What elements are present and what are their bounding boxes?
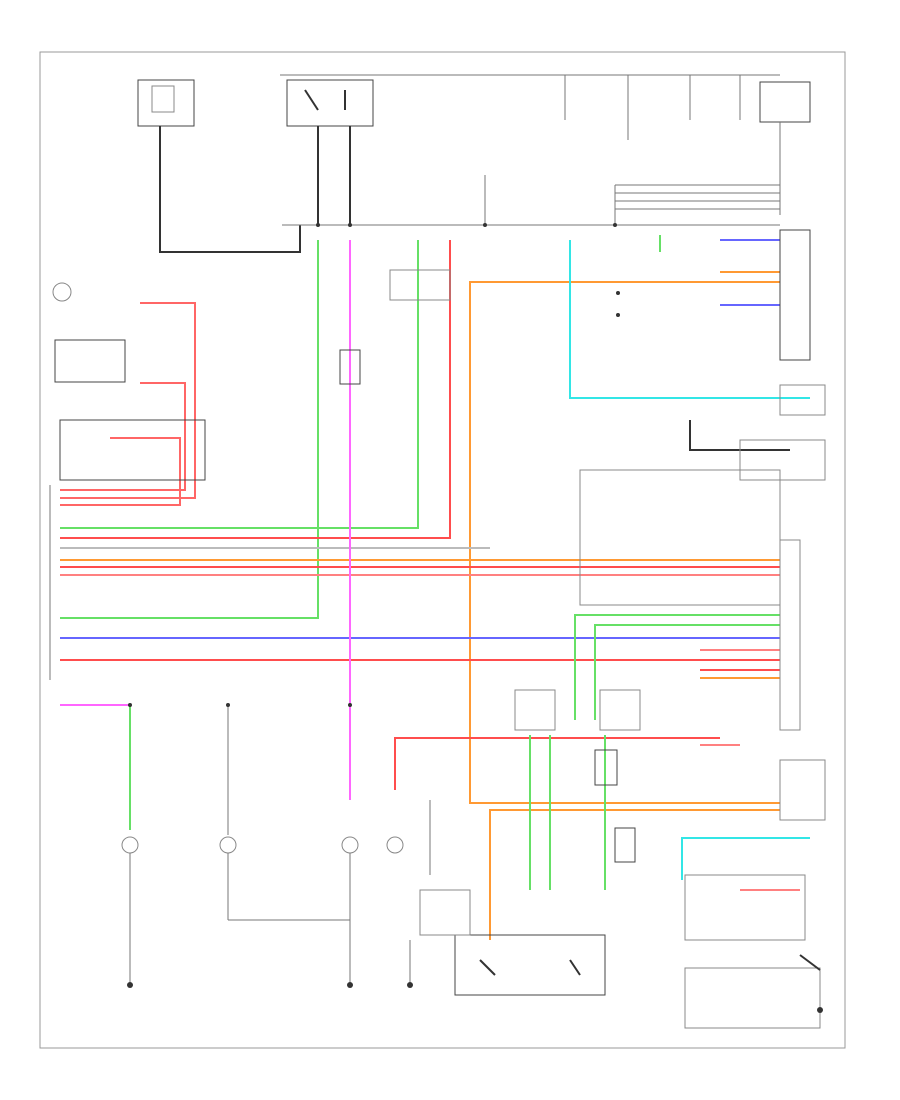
right-top-connector-block [759, 81, 811, 123]
red-wire-left-loop-2 [60, 382, 186, 491]
cyan-wire-a [569, 240, 810, 399]
green-wire-right-1 [574, 614, 780, 720]
lower-relay-box-2 [599, 689, 641, 731]
top-relay-box [286, 79, 374, 127]
ground-point-center-right [407, 982, 413, 988]
ground-point-left [127, 982, 133, 988]
junction-dot-1 [616, 291, 620, 295]
black-wire-left [159, 126, 301, 253]
red-wire-lower [394, 737, 720, 790]
top-left-connector [151, 85, 175, 113]
switch-contact-2 [569, 959, 581, 976]
orange-wire-bottom [489, 809, 780, 940]
right-bottom-box-1 [684, 874, 806, 941]
right-connector-box-3 [739, 439, 826, 481]
cyan-wire-b [681, 837, 810, 880]
center-relay-box [339, 349, 361, 385]
junction-dot-2 [616, 313, 620, 317]
right-connector-box-4 [579, 469, 781, 606]
splice-3 [483, 223, 487, 227]
left-sensor-box-1 [54, 339, 126, 383]
right-connector-box-5 [779, 539, 801, 731]
left-sensor-box-2 [59, 419, 206, 481]
green-wire-b [60, 240, 419, 529]
right-bottom-box-2 [684, 967, 821, 1029]
splice-6 [226, 703, 230, 707]
splice-5 [128, 703, 132, 707]
red-wire-left-loop [60, 302, 196, 499]
ground-point-right [817, 1007, 823, 1013]
left-headlamp-icon [121, 836, 139, 854]
green-wire-a [60, 240, 319, 619]
splice-1 [316, 223, 320, 227]
top-left-fuse-box [137, 79, 195, 127]
lower-relay-box-3 [594, 749, 618, 786]
red-wire-switch [60, 437, 181, 506]
center-switch-box [389, 269, 451, 301]
left-center-headlamp-icon [219, 836, 237, 854]
orange-wire-top [469, 281, 780, 804]
splice-7 [348, 703, 352, 707]
right-connector-box-1 [779, 229, 811, 361]
lower-relay-box-1 [514, 689, 556, 731]
center-turn-lamp-icon-2 [386, 836, 404, 854]
switch-contact-1 [479, 959, 496, 976]
combination-switch-box [454, 934, 606, 996]
right-lower-box [779, 759, 826, 821]
relay-contact-1 [304, 89, 319, 111]
left-lamp-top [52, 282, 72, 302]
center-turn-lamp-icon [341, 836, 359, 854]
splice-4 [613, 223, 617, 227]
red-wire-a [60, 240, 451, 539]
ground-point-center [347, 982, 353, 988]
lower-relay-box-4 [614, 827, 636, 863]
green-wire-right-2 [594, 624, 780, 720]
diagram-frame [39, 51, 846, 1049]
right-connector-box-2 [779, 384, 826, 416]
right-bottom-switch [799, 954, 821, 971]
splice-2 [348, 223, 352, 227]
black-wire-right-mid [689, 420, 790, 451]
upper-ground-box [419, 889, 471, 936]
